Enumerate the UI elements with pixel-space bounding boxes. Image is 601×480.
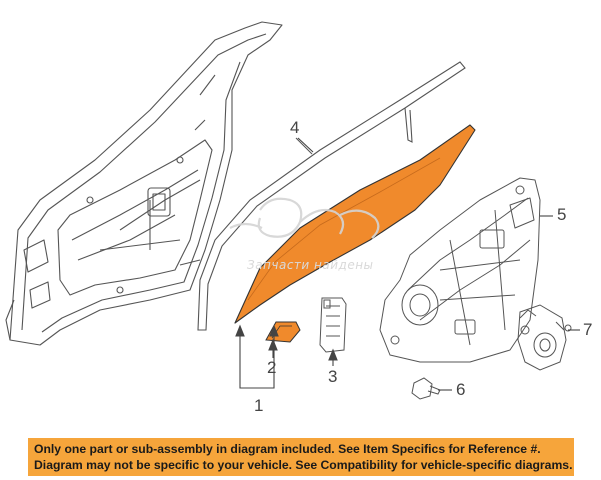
regulator-bracket xyxy=(319,297,347,353)
glass-run-channel xyxy=(197,61,466,331)
callout-2: 2 xyxy=(267,358,277,377)
glass-edge-line xyxy=(247,157,441,301)
callout-5: 5 xyxy=(557,205,567,224)
disclaimer-line-2: Diagram may not be specific to your vehi… xyxy=(34,458,573,472)
leader-4 xyxy=(297,137,314,153)
door-glass xyxy=(234,124,476,324)
callout-7: 7 xyxy=(583,320,593,339)
watermark-logo xyxy=(229,197,380,239)
leader-1-arrow-left xyxy=(235,324,245,337)
callout-4: 4 xyxy=(290,118,300,137)
callout-3: 3 xyxy=(328,367,338,386)
leader-3-arrow xyxy=(328,348,338,361)
callout-1: 1 xyxy=(254,396,264,415)
bolt xyxy=(411,377,441,400)
parts-diagram xyxy=(5,21,580,400)
disclaimer-banner: Only one part or sub-assembly in diagram… xyxy=(28,438,574,476)
leader-2-arrow xyxy=(268,338,278,351)
leader-lines xyxy=(235,137,580,391)
window-regulator xyxy=(379,177,541,363)
door-inner-panel xyxy=(5,21,283,346)
regulator-motor xyxy=(517,304,572,371)
callout-6: 6 xyxy=(456,380,466,399)
watermark-caption: Запчасти найдены xyxy=(247,258,374,272)
disclaimer-line-1: Only one part or sub-assembly in diagram… xyxy=(34,442,541,456)
leader-1 xyxy=(239,330,275,389)
leader-1-arrow-right xyxy=(269,324,279,337)
